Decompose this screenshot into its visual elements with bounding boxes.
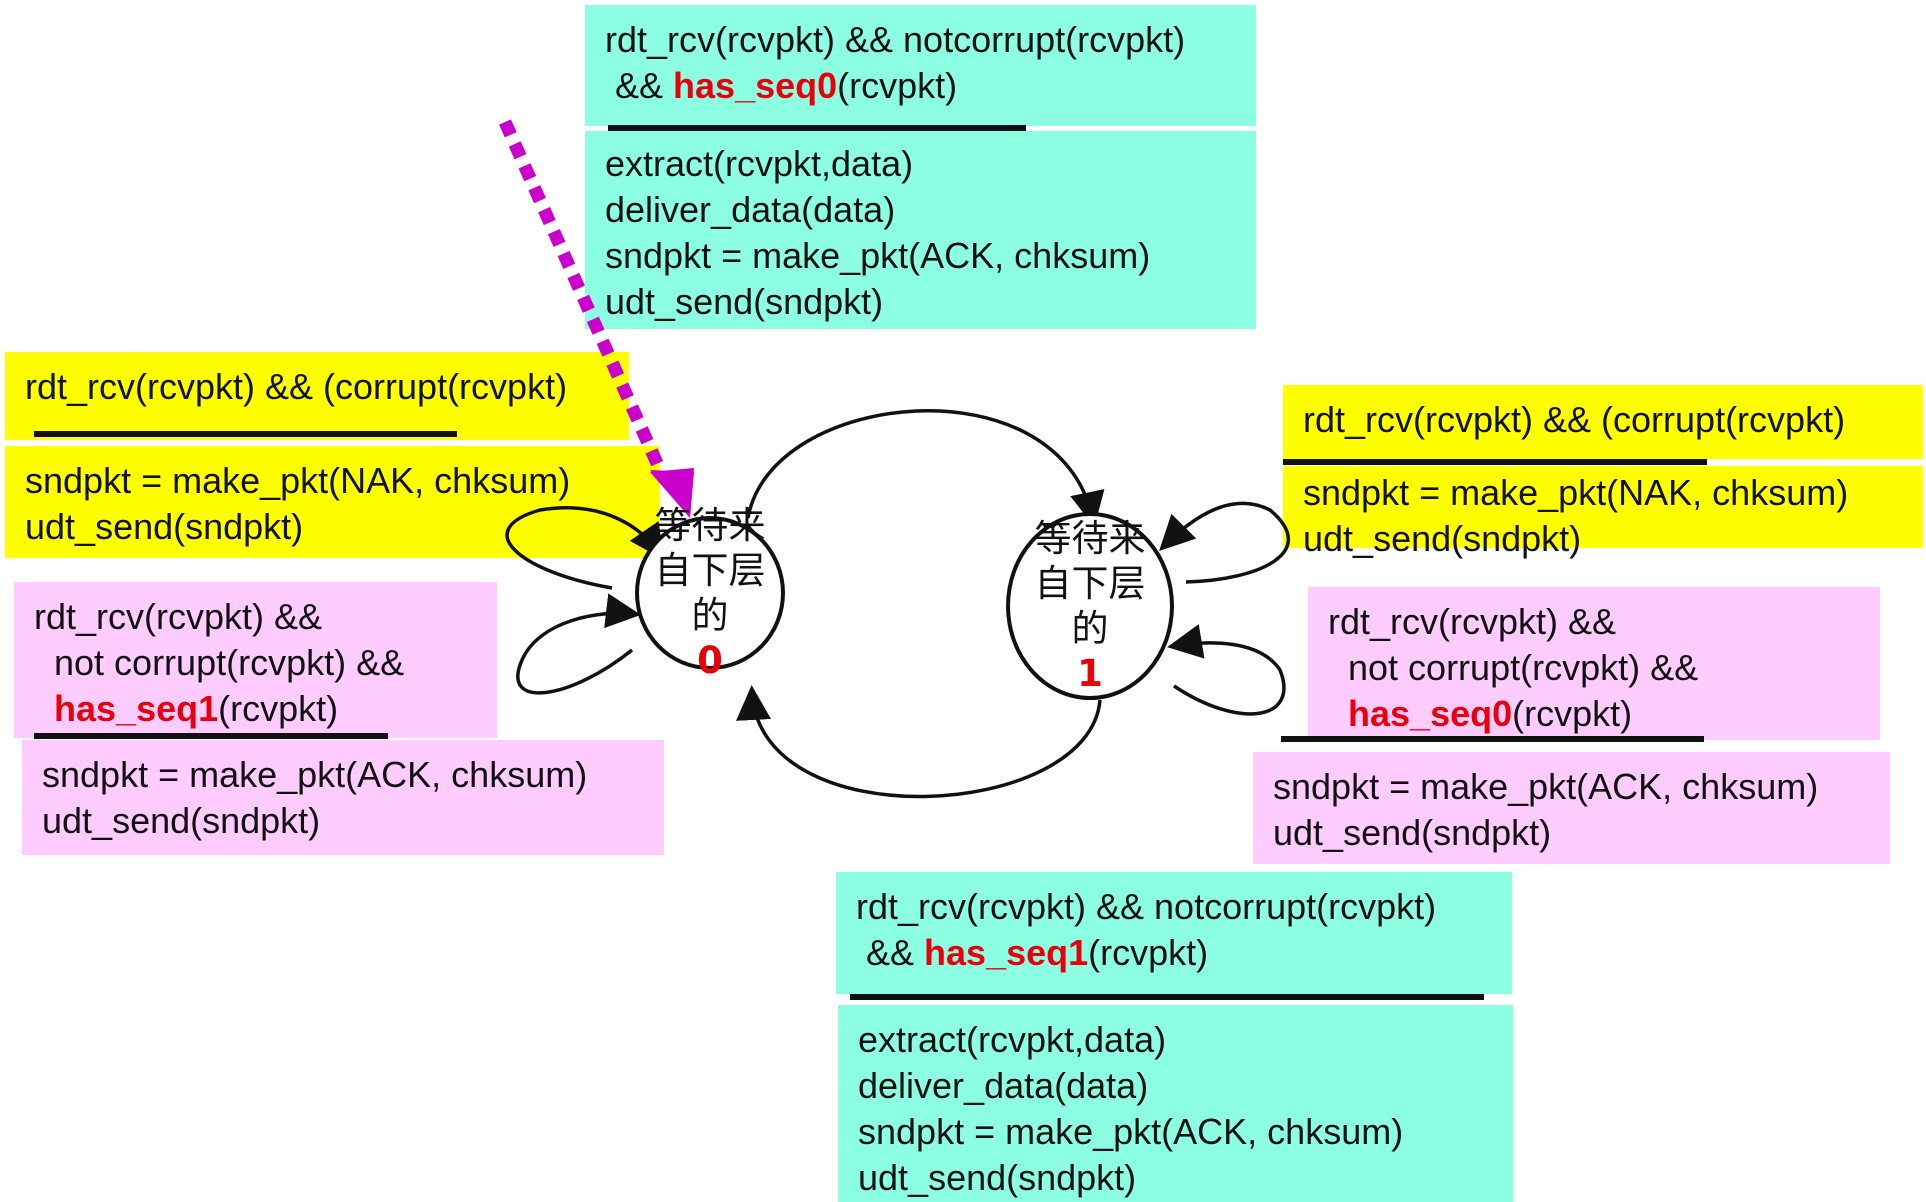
action-line: sndpkt = make_pkt(ACK, chksum) xyxy=(1273,766,1819,807)
action-line: sndpkt = make_pkt(ACK, chksum) xyxy=(858,1111,1404,1152)
transition-divider xyxy=(34,431,457,437)
action-line: udt_send(sndpkt) xyxy=(1303,518,1582,559)
action-line: udt_send(sndpkt) xyxy=(605,281,884,322)
condition-text: (rcvpkt) xyxy=(1512,693,1633,734)
left-corrupt-condition: rdt_rcv(rcvpkt) && (corrupt(rcvpkt) xyxy=(5,352,629,440)
self-loop-right-dup xyxy=(1167,624,1286,716)
state-label-line: 自下层 xyxy=(654,549,766,592)
bottom-transition-condition: rdt_rcv(rcvpkt) && notcorrupt(rcvpkt) &&… xyxy=(836,872,1512,994)
initial-state-arrow xyxy=(499,119,666,473)
left-dup-actions: sndpkt = make_pkt(ACK, chksum) udt_send(… xyxy=(22,740,664,855)
seq-keyword: has_seq0 xyxy=(673,65,838,106)
action-line: udt_send(sndpkt) xyxy=(42,800,321,841)
self-loop-right-corrupt xyxy=(1159,501,1291,584)
transition-divider xyxy=(608,125,1026,131)
condition-line: rdt_rcv(rcvpkt) && notcorrupt(rcvpkt) xyxy=(856,886,1437,927)
condition-text: (rcvpkt) xyxy=(837,65,958,106)
initial-arrow-head-tip xyxy=(650,468,694,518)
right-dup-actions: sndpkt = make_pkt(ACK, chksum) udt_send(… xyxy=(1253,752,1890,864)
action-line: udt_send(sndpkt) xyxy=(1273,812,1552,853)
action-line: extract(rcvpkt,data) xyxy=(605,143,914,184)
state-seq-number: 1 xyxy=(1077,652,1103,695)
condition-line: rdt_rcv(rcvpkt) && notcorrupt(rcvpkt) xyxy=(605,19,1186,60)
action-line: deliver_data(data) xyxy=(605,189,896,230)
bottom-transition-actions: extract(rcvpkt,data) deliver_data(data) … xyxy=(838,1005,1513,1202)
state-label-line: 等待来 xyxy=(1034,517,1146,560)
condition-text: && xyxy=(856,932,925,973)
action-line: sndpkt = make_pkt(ACK, chksum) xyxy=(42,754,588,795)
condition-line: rdt_rcv(rcvpkt) && xyxy=(1328,601,1617,642)
condition-text: (rcvpkt) xyxy=(1088,932,1209,973)
action-line: udt_send(sndpkt) xyxy=(25,506,304,547)
arrow-state1-to-state0 xyxy=(736,685,1102,799)
transition-divider xyxy=(850,994,1484,1000)
action-line: sndpkt = make_pkt(ACK, chksum) xyxy=(605,235,1151,276)
state-label-line: 的 xyxy=(1071,607,1109,650)
state-label-line: 的 xyxy=(691,594,729,637)
seq-keyword: has_seq0 xyxy=(1348,693,1513,734)
right-corrupt-actions: sndpkt = make_pkt(NAK, chksum) udt_send(… xyxy=(1283,466,1923,559)
condition-line: not corrupt(rcvpkt) && xyxy=(1328,647,1699,688)
condition-line: rdt_rcv(rcvpkt) && (corrupt(rcvpkt) xyxy=(25,366,568,407)
arrow-state0-to-state1 xyxy=(746,409,1105,527)
action-line: udt_send(sndpkt) xyxy=(858,1157,1137,1198)
top-transition-actions: extract(rcvpkt,data) deliver_data(data) … xyxy=(585,131,1256,329)
transition-divider xyxy=(1281,736,1704,742)
condition-line: not corrupt(rcvpkt) && xyxy=(34,642,405,683)
transition-divider xyxy=(34,733,388,739)
seq-keyword: has_seq1 xyxy=(54,688,219,729)
transition-divider xyxy=(1283,459,1707,465)
action-line: sndpkt = make_pkt(NAK, chksum) xyxy=(25,460,571,501)
right-corrupt-condition: rdt_rcv(rcvpkt) && (corrupt(rcvpkt) xyxy=(1283,385,1923,459)
condition-line: rdt_rcv(rcvpkt) && (corrupt(rcvpkt) xyxy=(1303,399,1846,440)
state-label-line: 等待来 xyxy=(654,504,766,547)
condition-text: (rcvpkt) xyxy=(218,688,339,729)
self-loop-left-corrupt xyxy=(505,506,664,590)
left-corrupt-actions: sndpkt = make_pkt(NAK, chksum) udt_send(… xyxy=(5,446,660,558)
right-dup-condition: rdt_rcv(rcvpkt) && not corrupt(rcvpkt) &… xyxy=(1308,587,1880,740)
state-seq-number: 0 xyxy=(697,639,723,682)
action-line: deliver_data(data) xyxy=(858,1065,1149,1106)
self-loop-left-dup xyxy=(516,593,641,695)
condition-text: && xyxy=(605,65,674,106)
seq-keyword: has_seq1 xyxy=(924,932,1089,973)
top-transition-condition: rdt_rcv(rcvpkt) && notcorrupt(rcvpkt) &&… xyxy=(585,5,1256,126)
action-line: sndpkt = make_pkt(NAK, chksum) xyxy=(1303,472,1849,513)
action-line: extract(rcvpkt,data) xyxy=(858,1019,1167,1060)
condition-line: rdt_rcv(rcvpkt) && xyxy=(34,596,323,637)
left-dup-condition: rdt_rcv(rcvpkt) && not corrupt(rcvpkt) &… xyxy=(14,582,497,738)
state-label-line: 自下层 xyxy=(1034,562,1146,605)
